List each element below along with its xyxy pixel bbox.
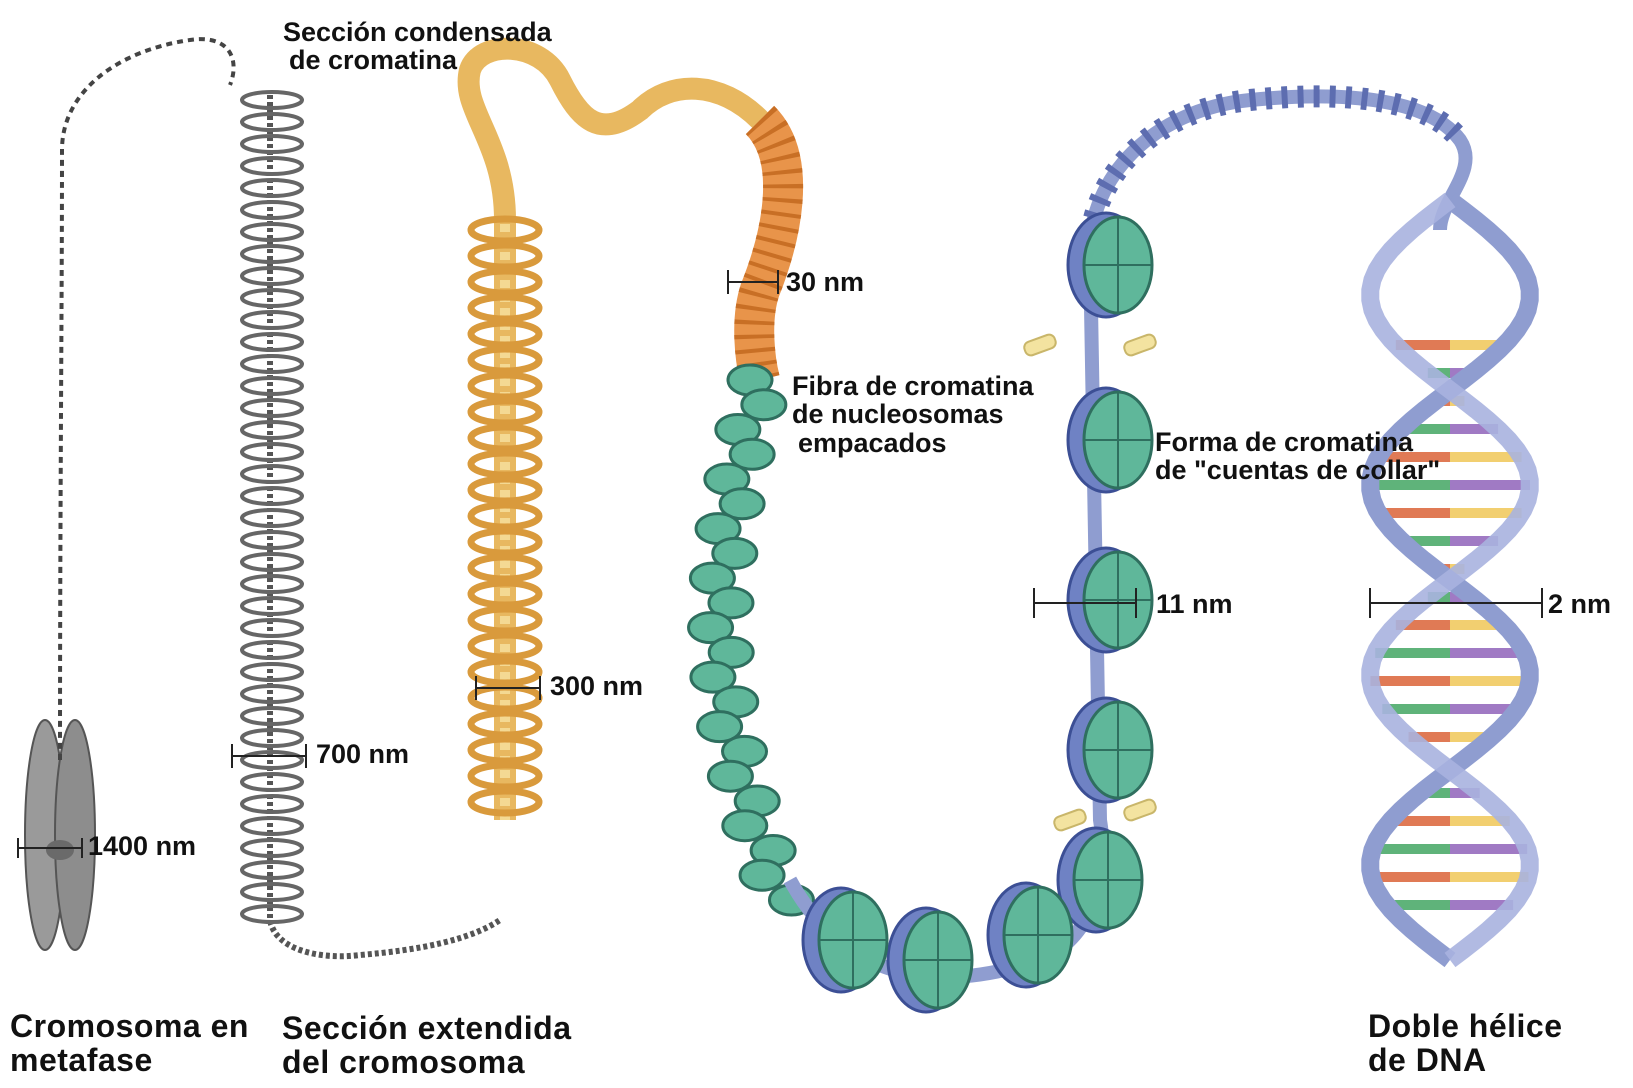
label-line: de cromatina	[283, 46, 552, 74]
condensed-chromatin-fiber	[60, 39, 234, 760]
label-packed-fiber: Fibra de cromatina de nucleosomas empaca…	[792, 372, 1034, 457]
label-line: Sección extendida	[282, 1012, 571, 1046]
linker-histone	[1123, 798, 1158, 822]
fiber-30nm	[754, 120, 783, 380]
dna-double-helix	[1370, 200, 1530, 960]
base-pair	[1373, 844, 1450, 854]
scale-1400nm: 1400 nm	[88, 832, 196, 860]
scale-2nm: 2 nm	[1548, 590, 1611, 618]
label-line: Cromosoma en	[10, 1010, 249, 1044]
packed-nucleosome	[740, 860, 784, 890]
scale-700nm: 700 nm	[316, 740, 409, 768]
label-condensed-chromatin: Sección condensada de cromatina	[283, 18, 552, 75]
base-pair	[1370, 676, 1450, 686]
extended-chromosome-coil	[270, 95, 500, 956]
scale-300nm: 300 nm	[550, 672, 643, 700]
label-line: de "cuentas de collar"	[1155, 456, 1440, 484]
scale-30nm: 30 nm	[786, 268, 864, 296]
packed-nucleosome	[723, 811, 767, 841]
label-extended-section: Sección extendida del cromosoma	[282, 1012, 571, 1079]
label-dna-double-helix: Doble hélice de DNA	[1368, 1010, 1563, 1077]
nucleosome-beads	[803, 213, 1157, 1012]
base-pair	[1372, 872, 1450, 882]
label-line: metafase	[10, 1044, 249, 1078]
linker-histone	[1023, 333, 1058, 357]
base-pair	[1450, 844, 1527, 854]
label-line: del cromosoma	[282, 1046, 571, 1080]
label-line: Sección condensada	[283, 18, 552, 46]
extended-coil-loops	[242, 92, 302, 922]
label-line: empacados	[792, 429, 1034, 457]
label-line: de DNA	[1368, 1044, 1563, 1078]
linker-histone	[1123, 333, 1158, 357]
label-line: Forma de cromatina	[1155, 428, 1440, 456]
linker-histone	[1053, 808, 1088, 832]
label-line: Fibra de cromatina	[792, 372, 1034, 400]
base-pair	[1450, 872, 1528, 882]
base-pair	[1450, 676, 1530, 686]
label-line: de nucleosomas	[792, 400, 1034, 428]
label-metaphase-chromosome: Cromosoma en metafase	[10, 1010, 249, 1077]
scale-11nm: 11 nm	[1156, 590, 1233, 618]
label-beads-on-string: Forma de cromatina de "cuentas de collar…	[1155, 428, 1440, 485]
label-line: Doble hélice	[1368, 1010, 1563, 1044]
base-pair	[1450, 480, 1530, 490]
